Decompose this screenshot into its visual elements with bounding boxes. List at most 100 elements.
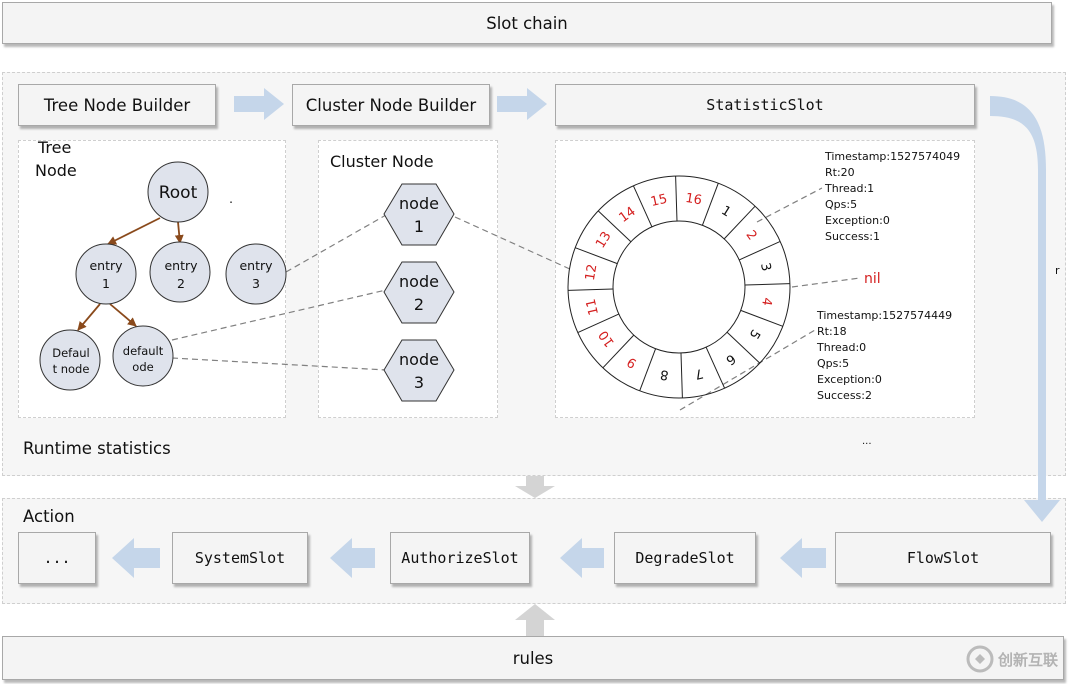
bucket-label-1: 1 bbox=[718, 203, 733, 220]
ring-divider bbox=[577, 313, 620, 334]
stats-bottom-line-6: Success:2 bbox=[817, 389, 872, 402]
tree-node-title-line1: Tree bbox=[38, 138, 72, 157]
default-node-a-label-a: Defaul bbox=[52, 346, 90, 360]
default-node-a-label-b: t node bbox=[53, 362, 90, 376]
cluster-node-1-label-b: 1 bbox=[414, 217, 424, 236]
cluster-node-2-label-a: node bbox=[399, 272, 439, 291]
entry1-label-b: 1 bbox=[102, 276, 110, 291]
action-label: Action bbox=[23, 507, 75, 526]
ring-divider bbox=[568, 288, 614, 291]
default-node-b-label-b: ode bbox=[132, 360, 153, 374]
entry3-label-a: entry bbox=[239, 258, 273, 273]
authorize-slot-label: AuthorizeSlot bbox=[401, 549, 519, 567]
root-node bbox=[147, 161, 209, 223]
flow-slot-box: FlowSlot bbox=[835, 532, 1051, 584]
bucket-label-5: 5 bbox=[746, 326, 763, 341]
bucket-label-14: 14 bbox=[617, 204, 639, 226]
cluster-node-1 bbox=[383, 183, 455, 246]
entry3-node bbox=[225, 243, 287, 305]
cluster-node-3 bbox=[383, 339, 455, 402]
link-defaultnode-node2 bbox=[171, 289, 387, 341]
stats-bottom-line-4: Qps:5 bbox=[817, 357, 849, 370]
stats-top-line-2: Rt:20 bbox=[825, 166, 855, 179]
ring-divider bbox=[575, 247, 618, 265]
watermark: 创新互联 bbox=[966, 645, 1058, 673]
stats-bottom-block: Timestamp:1527574449Rt:18Thread:0Qps:5Ex… bbox=[816, 309, 952, 402]
bucket-label-11: 11 bbox=[584, 297, 602, 316]
link-bucket3-nil bbox=[791, 277, 861, 288]
ring-inner bbox=[612, 220, 746, 354]
entry2-node bbox=[149, 241, 211, 303]
stats-bottom-line-2: Rt:18 bbox=[817, 325, 847, 338]
rules-footer: rules bbox=[2, 636, 1064, 680]
cluster-node-3-label-a: node bbox=[399, 350, 439, 369]
rules-label: rules bbox=[512, 648, 554, 668]
action-ellipsis-box: ... bbox=[18, 532, 96, 584]
cluster-node-2-label-b: 2 bbox=[414, 295, 424, 314]
system-slot-label: SystemSlot bbox=[194, 549, 286, 567]
root-label: Root bbox=[159, 183, 198, 203]
slot-chain-header: Slot chain bbox=[2, 2, 1052, 44]
flow-slot-label: FlowSlot bbox=[906, 549, 980, 567]
bucket-label-15: 15 bbox=[649, 192, 668, 210]
system-slot-box: SystemSlot bbox=[172, 532, 308, 584]
stats-bottom-line-5: Exception:0 bbox=[817, 373, 882, 386]
stats-top-line-3: Thread:1 bbox=[824, 182, 874, 195]
side-letter: r bbox=[1055, 264, 1060, 277]
arrow-rules-to-action bbox=[515, 604, 555, 636]
entry1-label-a: entry bbox=[89, 258, 123, 273]
tree-node-builder-box: Tree Node Builder bbox=[18, 84, 216, 126]
ring-divider bbox=[744, 283, 790, 286]
tree-dot: . bbox=[229, 192, 233, 206]
degrade-slot-box: DegradeSlot bbox=[614, 532, 756, 584]
bucket-label-10: 10 bbox=[596, 327, 618, 349]
statistic-panel bbox=[555, 140, 975, 418]
tree-node-builder-label: Tree Node Builder bbox=[43, 95, 191, 115]
stats-top-line-1: Timestamp:1527574049 bbox=[824, 150, 960, 163]
bucket-label-12: 12 bbox=[583, 263, 601, 282]
entry2-label-a: entry bbox=[164, 258, 198, 273]
bucket-label-9: 9 bbox=[625, 354, 640, 371]
entry3-label-b: 3 bbox=[252, 276, 260, 291]
ring-outer bbox=[567, 175, 791, 399]
bucket-label-13: 13 bbox=[593, 229, 614, 251]
entry2-label-b: 2 bbox=[177, 276, 185, 291]
stats-top-line-6: Success:1 bbox=[825, 230, 880, 243]
link-entry3-node1 bbox=[285, 214, 387, 273]
tree-node-title-line2: Node bbox=[35, 161, 77, 180]
link-bucket1-stats-top bbox=[756, 187, 823, 223]
degrade-slot-label: DegradeSlot bbox=[635, 549, 735, 567]
cluster-node-1-label-a: node bbox=[399, 194, 439, 213]
link-defaultnode-node3 bbox=[171, 357, 387, 371]
arrow-degrade-to-authorize bbox=[560, 538, 604, 578]
default-node-a bbox=[39, 329, 101, 391]
arrow-statistic-to-flow bbox=[990, 96, 1060, 522]
cluster-node-builder-label: Cluster Node Builder bbox=[305, 95, 477, 115]
arrow-system-to-ellipsis bbox=[112, 538, 160, 578]
slot-chain-title: Slot chain bbox=[486, 13, 568, 33]
cluster-node-3-label-b: 3 bbox=[414, 373, 424, 392]
cluster-node-2 bbox=[383, 261, 455, 324]
stats-top-line-4: Qps:5 bbox=[825, 198, 857, 211]
ring-divider bbox=[632, 185, 653, 228]
ring-divider bbox=[740, 309, 783, 327]
ring-divider bbox=[738, 240, 781, 261]
bucket-label-4: 4 bbox=[758, 296, 774, 307]
arrow-cluster-to-statistic bbox=[497, 88, 547, 120]
bucket-label-6: 6 bbox=[723, 350, 738, 367]
ring-divider bbox=[723, 205, 756, 240]
runtime-ellipsis: ... bbox=[862, 436, 872, 447]
cluster-node-title: Cluster Node bbox=[330, 152, 434, 171]
ring-divider bbox=[675, 176, 678, 222]
link-bucket8-stats-bottom bbox=[679, 329, 816, 411]
ring-divider bbox=[597, 210, 632, 243]
stats-bottom-line-1: Timestamp:1527574449 bbox=[816, 309, 952, 322]
ring-divider bbox=[602, 334, 635, 369]
statistic-slot-box: StatisticSlot bbox=[555, 84, 975, 126]
bucket-label-3: 3 bbox=[757, 261, 773, 272]
runtime-statistics-label: Runtime statistics bbox=[23, 439, 171, 458]
default-node-b-label-a: default bbox=[123, 344, 164, 358]
bucket-label-8: 8 bbox=[659, 366, 670, 382]
bucket-label-16: 16 bbox=[684, 191, 703, 209]
